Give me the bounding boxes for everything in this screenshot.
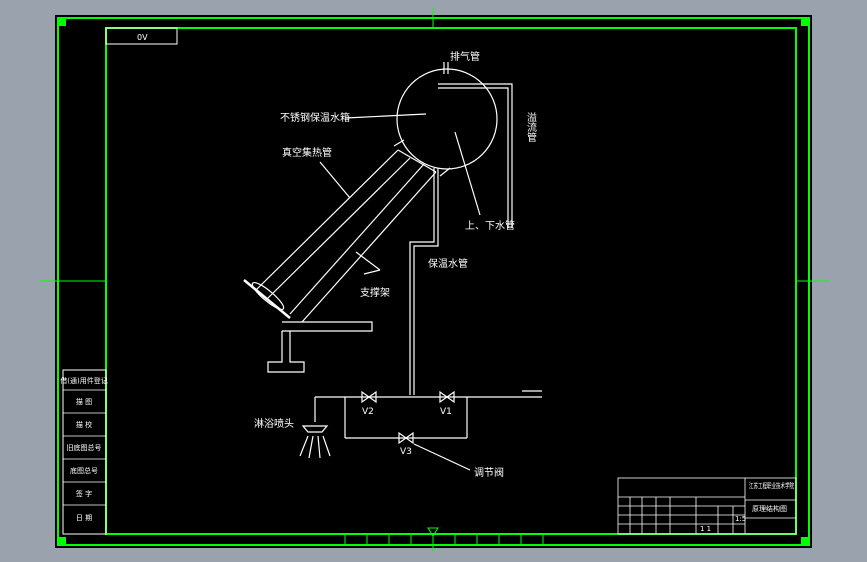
title-school: 江苏工程职业技术学院 [749,481,794,490]
valve-v2 [361,390,377,404]
label-insulated-pipe: 保温水管 [428,257,468,270]
corner-markers [58,18,809,545]
title-drawing-name: 原理结构图 [752,504,787,513]
title-scale: 1:5 [735,515,746,523]
label-valve-v1: V1 [440,407,452,417]
valve-v1 [439,390,455,404]
drawing-canvas [55,15,812,548]
support-bracket [282,321,373,332]
label-vacuum-tube: 真空集热管 [282,146,332,159]
label-control-valve: 调节阀 [474,466,504,479]
header-box-text: 0V [137,33,148,42]
label-updown-pipe: 上、下水管 [465,219,515,232]
strip-row-4: 旧底图总号 [67,443,102,452]
header-box [105,27,178,45]
strip-row-3: 描 校 [76,420,92,429]
strip-row-2: 描 图 [76,397,92,406]
label-overflow: 溢流管 [525,111,537,143]
label-valve-v2: V2 [362,407,374,417]
label-bracket: 支撑架 [360,286,390,299]
center-marks [40,8,830,552]
shower-head [301,425,329,433]
label-tank: 不锈钢保温水箱 [280,111,350,124]
updown-pipe [409,168,435,395]
strip-row-7: 日 期 [76,514,92,522]
strip-row-5: 底图总号 [70,466,98,475]
overflow-pipe [438,83,513,228]
label-shower: 淋浴喷头 [254,417,294,430]
storage-tank [396,68,498,170]
bottom-ruler [344,534,544,545]
solar-heater-diagram [243,62,542,471]
strip-row-6: 签 字 [76,489,92,498]
left-strip: 借(通)用件登记 描 图 描 校 旧底图总号 底图总号 签 字 日 期 [60,369,108,535]
title-sheet: 1 1 [700,525,711,533]
title-block [617,477,797,535]
strip-row-1: 借(通)用件登记 [60,376,107,385]
label-vent-pipe: 排气管 [450,50,480,63]
valve-v3 [398,431,414,445]
label-valve-v3: V3 [400,447,412,457]
